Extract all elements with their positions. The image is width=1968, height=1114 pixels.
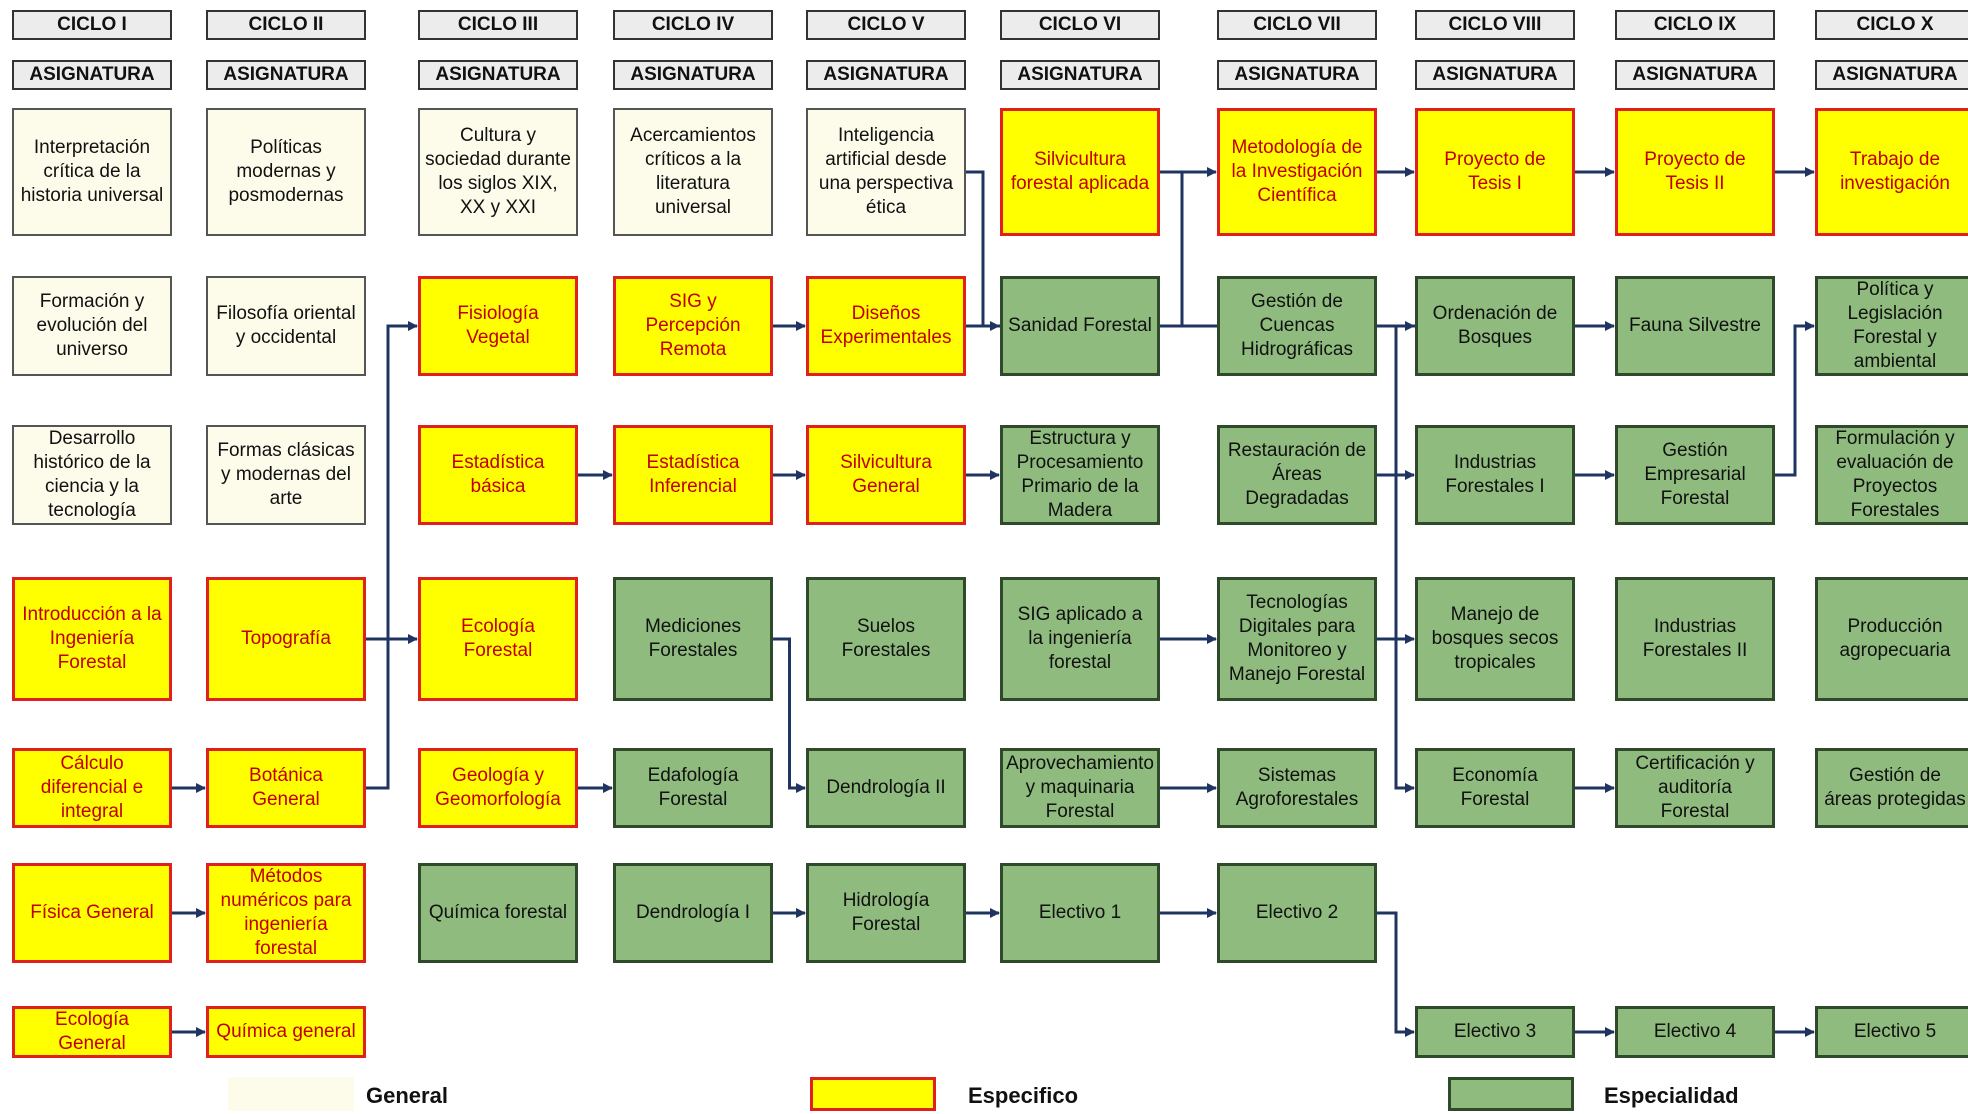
course-estructura-y-procesamiento-primario-de-la-madera: Estructura y Procesamiento Primario de l… (1000, 425, 1160, 525)
subject-header-6: ASIGNATURA (1000, 60, 1160, 90)
course-silvicultura-forestal-aplicada: Silvicultura forestal aplicada (1000, 108, 1160, 236)
course-electivo-5: Electivo 5 (1815, 1006, 1968, 1058)
course-electivo-4: Electivo 4 (1615, 1006, 1775, 1058)
legend-label-general: General (366, 1083, 448, 1108)
prereq-arrow-22 (1775, 321, 1815, 477)
cycle-header-3: CICLO III (418, 10, 578, 40)
subject-header-3: ASIGNATURA (418, 60, 578, 90)
course-trabajo-de-investigacion: Trabajo de investigación (1815, 108, 1968, 236)
cycle-header-5: CICLO V (806, 10, 966, 40)
cycle-header-9: CICLO IX (1615, 10, 1775, 40)
course-proyecto-de-tesis-i: Proyecto de Tesis I (1415, 108, 1575, 236)
course-proyecto-de-tesis-ii: Proyecto de Tesis II (1615, 108, 1775, 236)
course-formulacion-y-evaluacion-de-proyectos-forestales: Formulación y evaluación de Proyectos Fo… (1815, 425, 1968, 525)
course-restauracion-de-areas-degradadas: Restauración de Áreas Degradadas (1217, 425, 1377, 525)
course-desarrollo-historico-de-la-ciencia-y-la-tecnologia: Desarrollo histórico de la ciencia y la … (12, 425, 172, 525)
course-quimica-general: Química general (206, 1006, 366, 1058)
course-sanidad-forestal: Sanidad Forestal (1000, 276, 1160, 376)
course-sistemas-agroforestales: Sistemas Agroforestales (1217, 748, 1377, 828)
course-fisiologia-vegetal: Fisiología Vegetal (418, 276, 578, 376)
subject-header-5: ASIGNATURA (806, 60, 966, 90)
cycle-header-4: CICLO IV (613, 10, 773, 40)
course-industrias-forestales-ii: Industrias Forestales II (1615, 577, 1775, 701)
prereq-arrow-31 (966, 170, 1000, 331)
legend-label-especifico: Especifico (968, 1083, 1079, 1108)
course-hidrologia-forestal: Hidrología Forestal (806, 863, 966, 963)
prereq-arrow-29 (773, 637, 806, 793)
course-politica-y-legislacion-forestal-y-ambiental: Política y Legislación Forestal y ambien… (1815, 276, 1968, 376)
course-ecologia-forestal: Ecología Forestal (418, 577, 578, 701)
course-edafologia-forestal: Edafología Forestal (613, 748, 773, 828)
legend-swatch-general (228, 1077, 354, 1111)
course-cultura-y-sociedad-durante-los-siglos-xix-xx-y-xxi: Cultura y sociedad durante los siglos XI… (418, 108, 578, 236)
course-filosofia-oriental-y-occidental: Filosofía oriental y occidental (206, 276, 366, 376)
course-suelos-forestales: Suelos Forestales (806, 577, 966, 701)
course-sig-y-percepcion-remota: SIG y Percepción Remota (613, 276, 773, 376)
course-economia-forestal: Economía Forestal (1415, 748, 1575, 828)
course-inteligencia-artificial-desde-una-perspectiva-etica: Inteligencia artificial desde una perspe… (806, 108, 966, 236)
course-quimica-forestal: Química forestal (418, 863, 578, 963)
legend-label-especialidad: Especialidad (1604, 1083, 1739, 1108)
course-sig-aplicado-a-la-ingenieria-forestal: SIG aplicado a la ingeniería forestal (1000, 577, 1160, 701)
course-dendrologia-i: Dendrología I (613, 863, 773, 963)
course-metodos-numericos-para-ingenieria-forestal: Métodos numéricos para ingeniería forest… (206, 863, 366, 963)
course-interpretacion-critica-de-la-historia-universal: Interpretación crítica de la historia un… (12, 108, 172, 236)
cycle-header-2: CICLO II (206, 10, 366, 40)
course-acercamientos-criticos-a-la-literatura-universal: Acercamientos críticos a la literatura u… (613, 108, 773, 236)
course-gestion-de-cuencas-hidrograficas: Gestión de Cuencas Hidrográficas (1217, 276, 1377, 376)
prereq-arrow-30 (1377, 324, 1415, 793)
legend-swatch-especifico (810, 1077, 936, 1111)
course-politicas-modernas-y-posmodernas: Políticas modernas y posmodernas (206, 108, 366, 236)
course-fisica-general: Física General (12, 863, 172, 963)
cycle-header-6: CICLO VI (1000, 10, 1160, 40)
subject-header-4: ASIGNATURA (613, 60, 773, 90)
subject-header-2: ASIGNATURA (206, 60, 366, 90)
course-electivo-2: Electivo 2 (1217, 863, 1377, 963)
course-certificacion-y-auditoria-forestal: Certificación y auditoría Forestal (1615, 748, 1775, 828)
cycle-header-8: CICLO VIII (1415, 10, 1575, 40)
course-botanica-general: Botánica General (206, 748, 366, 828)
course-electivo-1: Electivo 1 (1000, 863, 1160, 963)
course-introduccion-a-la-ingenieria-forestal: Introducción a la Ingeniería Forestal (12, 577, 172, 701)
course-estadistica-basica: Estadística básica (418, 425, 578, 525)
subject-header-1: ASIGNATURA (12, 60, 172, 90)
subject-header-8: ASIGNATURA (1415, 60, 1575, 90)
course-topografia: Topografía (206, 577, 366, 701)
course-gestion-empresarial-forestal: Gestión Empresarial Forestal (1615, 425, 1775, 525)
legend-swatch-especialidad (1448, 1077, 1574, 1111)
course-aprovechamiento-y-maquinaria-forestal: Aprovechamiento y maquinaria Forestal (1000, 748, 1160, 828)
course-metodologia-de-la-investigacion-cientifica: Metodología de la Investigación Científi… (1217, 108, 1377, 236)
prereq-arrow-28 (366, 321, 418, 790)
course-fauna-silvestre: Fauna Silvestre (1615, 276, 1775, 376)
course-calculo-diferencial-e-integral: Cálculo diferencial e integral (12, 748, 172, 828)
cycle-header-7: CICLO VII (1217, 10, 1377, 40)
course-tecnologias-digitales-para-monitoreo-y-manejo-forestal: Tecnologías Digitales para Monitoreo y M… (1217, 577, 1377, 701)
course-electivo-3: Electivo 3 (1415, 1006, 1575, 1058)
course-ordenacion-de-bosques: Ordenación de Bosques (1415, 276, 1575, 376)
cycle-header-1: CICLO I (12, 10, 172, 40)
course-disenos-experimentales: Diseños Experimentales (806, 276, 966, 376)
course-industrias-forestales-i: Industrias Forestales I (1415, 425, 1575, 525)
course-silvicultura-general: Silvicultura General (806, 425, 966, 525)
course-dendrologia-ii: Dendrología II (806, 748, 966, 828)
course-geologia-y-geomorfologia: Geología y Geomorfología (418, 748, 578, 828)
course-formacion-y-evolucion-del-universo: Formación y evolución del universo (12, 276, 172, 376)
cycle-header-10: CICLO X (1815, 10, 1968, 40)
course-ecologia-general: Ecología General (12, 1006, 172, 1058)
course-produccion-agropecuaria: Producción agropecuaria (1815, 577, 1968, 701)
subject-header-10: ASIGNATURA (1815, 60, 1968, 90)
course-estadistica-inferencial: Estadística Inferencial (613, 425, 773, 525)
prereq-arrow-15 (1377, 911, 1415, 1037)
course-formas-clasicas-y-modernas-del-arte: Formas clásicas y modernas del arte (206, 425, 366, 525)
course-mediciones-forestales: Mediciones Forestales (613, 577, 773, 701)
course-manejo-de-bosques-secos-tropicales: Manejo de bosques secos tropicales (1415, 577, 1575, 701)
subject-header-9: ASIGNATURA (1615, 60, 1775, 90)
subject-header-7: ASIGNATURA (1217, 60, 1377, 90)
course-gestion-de-areas-protegidas: Gestión de áreas protegidas (1815, 748, 1968, 828)
